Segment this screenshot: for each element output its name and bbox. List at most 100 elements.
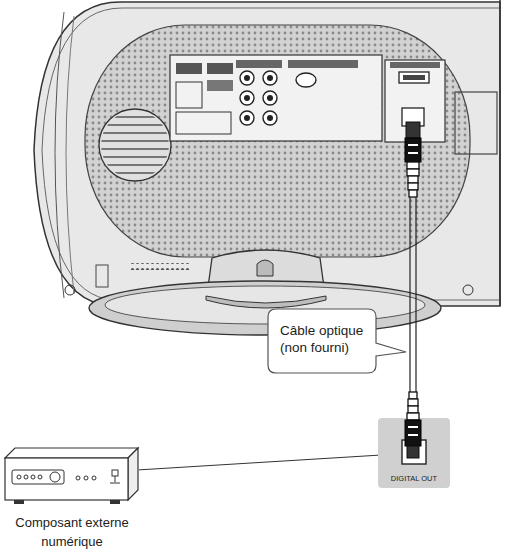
optical-plug xyxy=(407,392,419,420)
terminal-panel xyxy=(263,111,277,125)
optical-plug xyxy=(408,426,418,428)
terminal-panel xyxy=(240,71,277,125)
cooling-fan xyxy=(95,164,175,165)
cooling-fan xyxy=(95,116,175,117)
body-details xyxy=(463,285,473,295)
optical-cable xyxy=(405,138,421,162)
optical-cable xyxy=(407,162,419,169)
port-panel xyxy=(399,72,429,83)
digital-component xyxy=(110,500,120,504)
body-details xyxy=(130,263,190,270)
terminal-panel xyxy=(244,75,250,81)
terminal-panel xyxy=(296,73,316,87)
external-component: Composant externe numérique xyxy=(5,446,139,502)
terminal-panel xyxy=(240,91,254,105)
component-caption: Composant externe numérique xyxy=(0,513,149,551)
tv-body xyxy=(66,16,74,294)
terminal-panel xyxy=(267,95,273,101)
cooling-fan xyxy=(95,124,175,125)
cooling-fan xyxy=(95,156,175,157)
digital-component xyxy=(112,470,118,476)
body-details xyxy=(65,285,75,295)
connector-line xyxy=(139,455,378,470)
optical-cable xyxy=(408,183,418,190)
terminal-panel xyxy=(207,80,233,91)
terminal-panel xyxy=(176,112,231,134)
terminal-panel xyxy=(207,63,233,74)
optical-cable xyxy=(409,197,410,392)
digital-component xyxy=(110,483,120,484)
body-details xyxy=(65,263,473,295)
digital-component xyxy=(17,475,21,479)
optical-cable xyxy=(408,152,418,154)
optical-plug xyxy=(409,392,417,399)
digital-component xyxy=(84,476,88,480)
cooling-fan xyxy=(95,109,175,181)
stand xyxy=(257,260,273,276)
speaker-grille xyxy=(85,25,470,257)
digital-component xyxy=(5,448,138,458)
stand xyxy=(89,281,441,335)
port-panel xyxy=(385,60,445,142)
terminal-panel xyxy=(236,60,282,68)
stand xyxy=(105,286,425,324)
digital-component xyxy=(5,458,128,500)
tv-body xyxy=(55,12,64,298)
optical-plug xyxy=(408,434,418,436)
terminal-panel xyxy=(263,71,277,85)
terminal-panel xyxy=(240,71,254,85)
digital-component xyxy=(92,476,96,480)
tv-body xyxy=(34,0,500,306)
digital-component xyxy=(12,470,64,484)
terminal-panel xyxy=(244,115,250,121)
digital-component xyxy=(31,475,35,479)
callout-text: Câble optique (non fourni) xyxy=(280,322,372,356)
digital-component xyxy=(50,472,60,482)
terminal-panel xyxy=(267,115,273,121)
optical-plug xyxy=(408,406,418,413)
digital-component xyxy=(5,448,138,504)
optical-plug xyxy=(405,392,421,458)
terminal-panel xyxy=(176,63,202,74)
stand xyxy=(89,250,441,335)
terminal-panel xyxy=(240,111,254,125)
optical-cable xyxy=(406,122,420,138)
cooling-fan xyxy=(95,117,175,173)
cooling-fan xyxy=(95,132,175,133)
optical-cable xyxy=(408,176,418,183)
port-panel xyxy=(390,62,440,68)
tv-body xyxy=(499,0,501,306)
stand xyxy=(206,296,326,308)
optical-cable xyxy=(405,122,421,392)
speaker-grille xyxy=(85,25,470,257)
digital-component xyxy=(14,500,24,504)
digital-component xyxy=(115,476,116,482)
port-panel xyxy=(403,75,425,80)
terminal-panel xyxy=(267,75,273,81)
digital-component xyxy=(128,448,138,500)
terminal-panel xyxy=(288,60,358,68)
cooling-fan xyxy=(99,109,171,181)
callout-bubble: Câble optique (non fourni) xyxy=(268,309,376,373)
optical-plug xyxy=(405,420,421,446)
display-window xyxy=(455,92,497,154)
tv-body xyxy=(34,2,500,306)
bubble-outline xyxy=(268,309,406,373)
port-panel xyxy=(385,60,445,142)
digital-component xyxy=(24,475,28,479)
cooling-fan xyxy=(95,140,175,141)
optical-cable xyxy=(415,197,416,392)
port-label: DIGITAL OUT xyxy=(378,474,450,483)
digital-component xyxy=(38,475,42,479)
display-window xyxy=(455,92,497,154)
terminal-panel xyxy=(170,55,382,141)
optical-cable xyxy=(409,190,417,197)
optical-plug xyxy=(407,446,419,458)
terminal-panel xyxy=(244,95,250,101)
optical-cable xyxy=(408,144,418,146)
terminal-panel xyxy=(263,91,277,105)
cooling-fan xyxy=(95,148,175,149)
optical-plug xyxy=(407,413,419,420)
optical-cable xyxy=(407,169,419,176)
